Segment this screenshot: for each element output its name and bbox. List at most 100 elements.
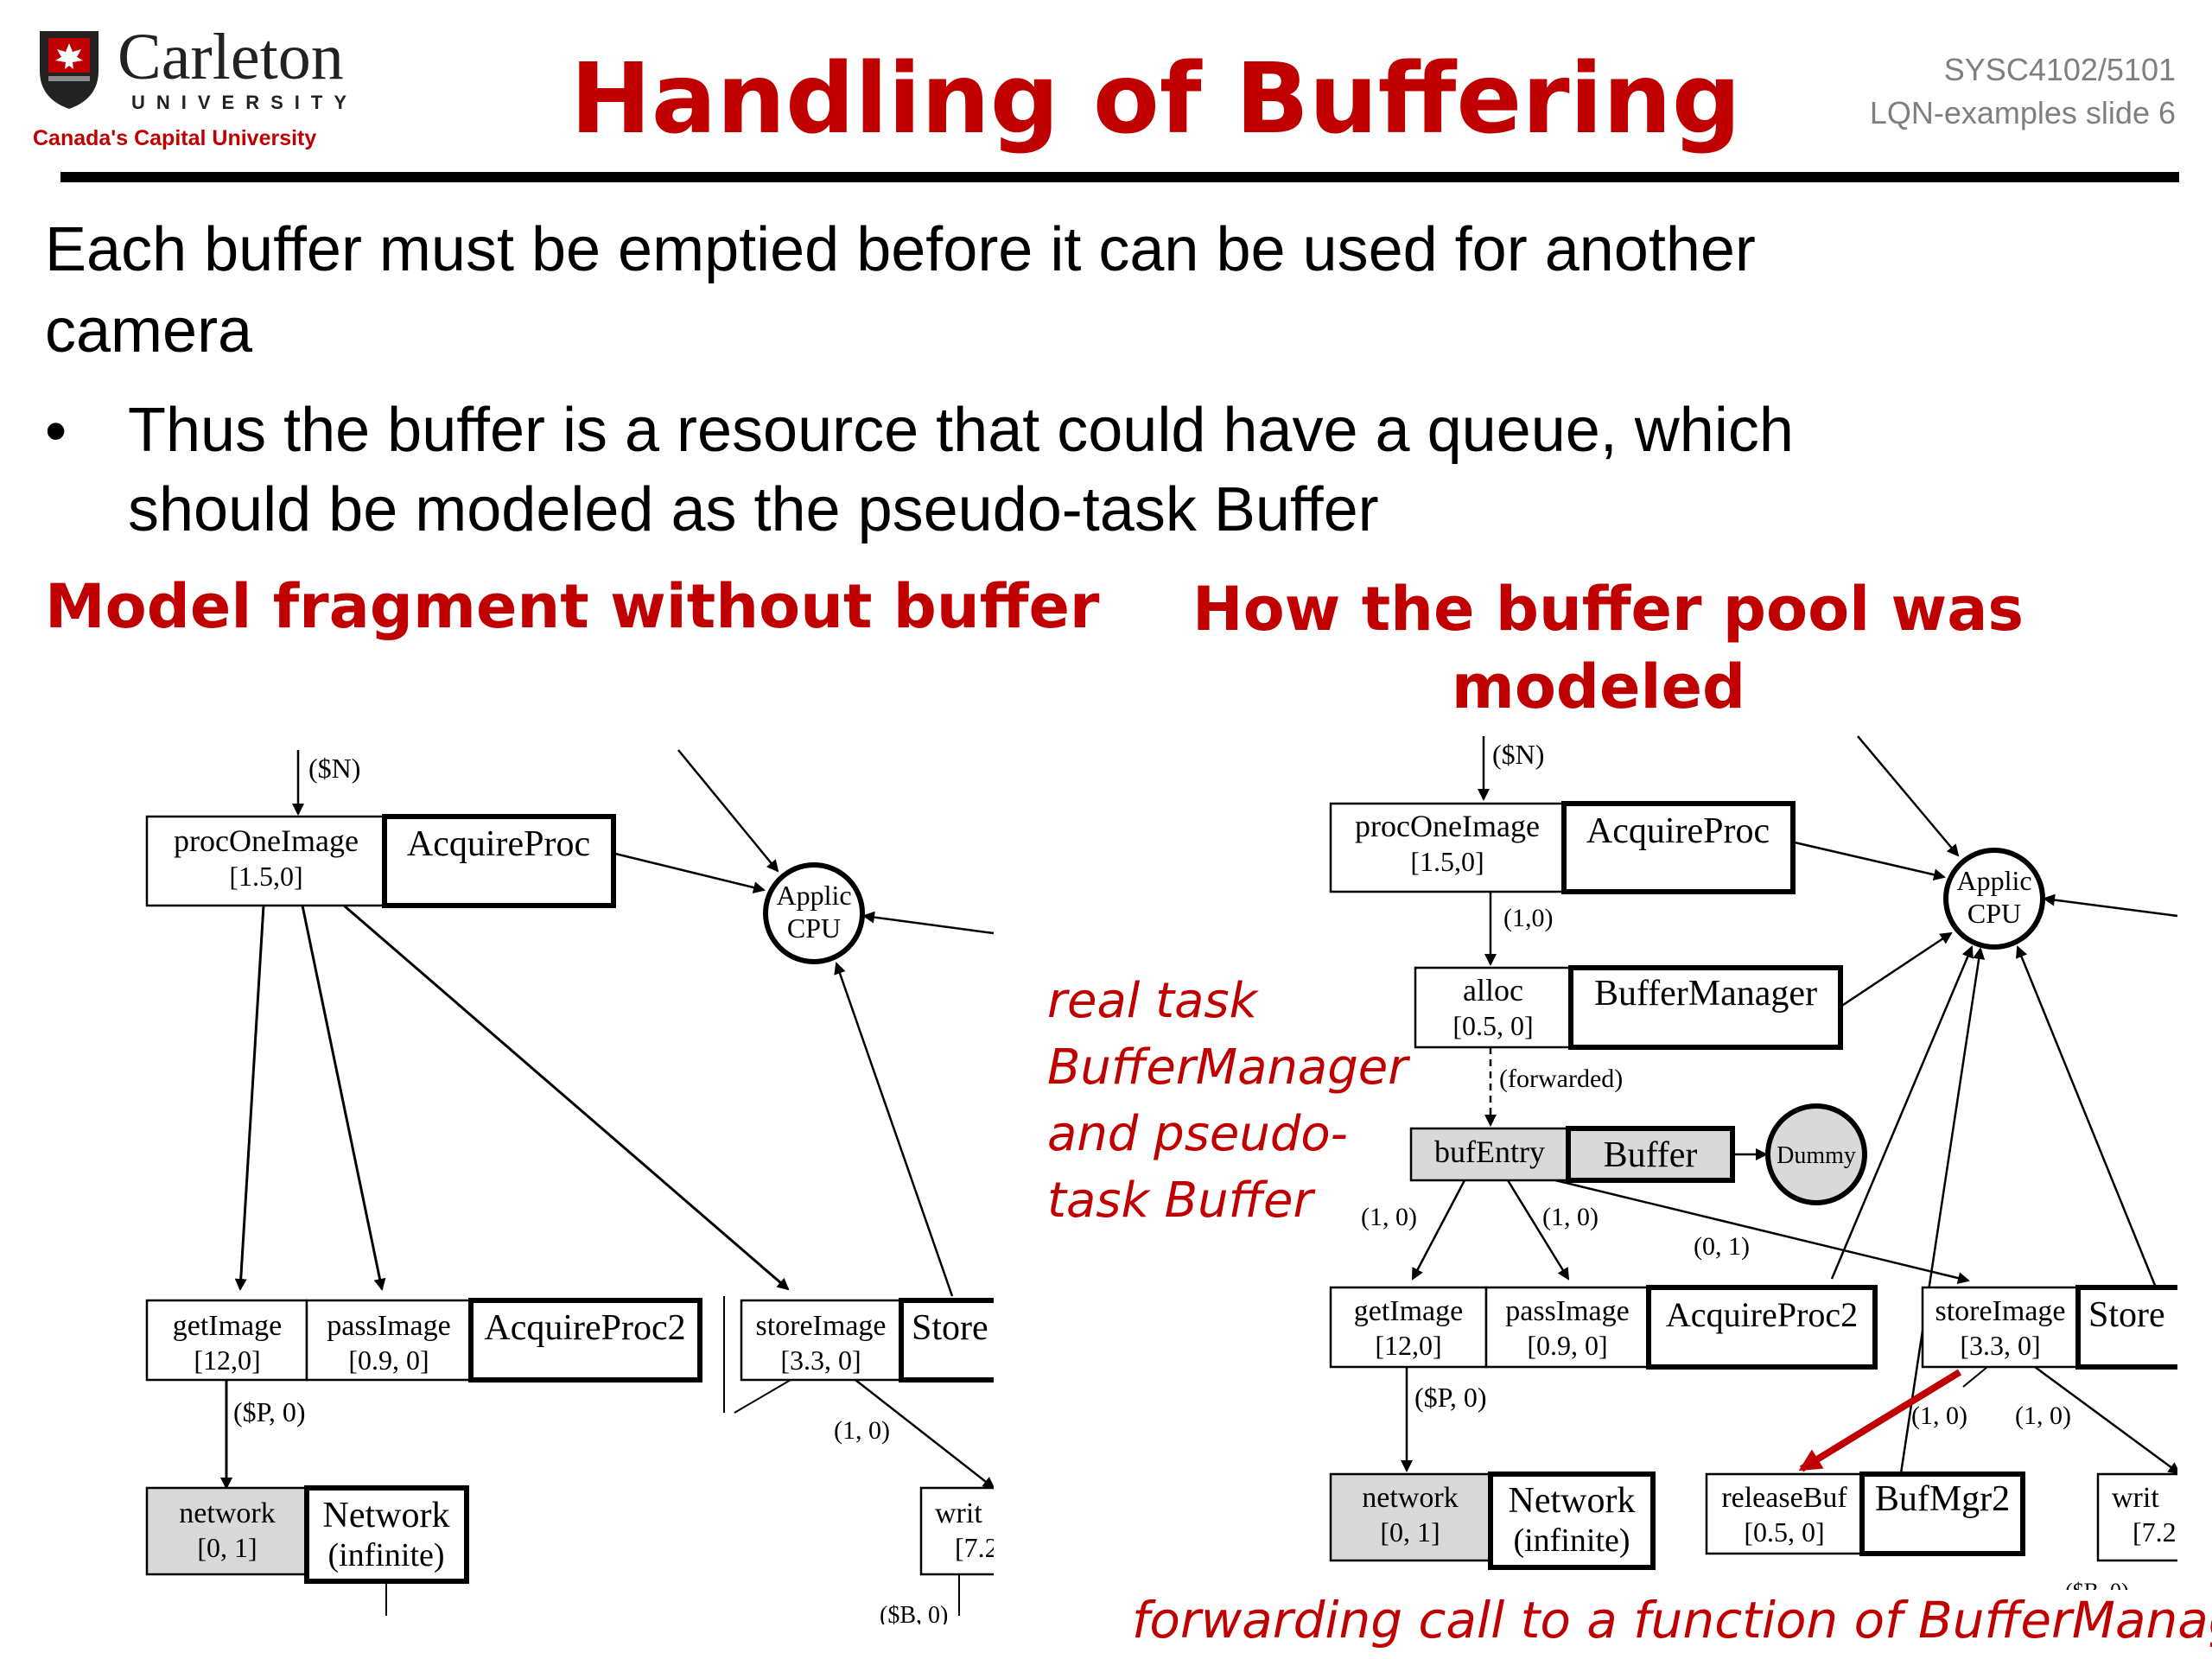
bullet-line-1: Thus the buffer is a resource that could…	[128, 396, 1794, 465]
arrow-acquire-to-cpu	[1794, 841, 1946, 881]
cpu-label-1: Applic	[1956, 865, 2031, 896]
entry-write-cut-params: [7.2	[2133, 1516, 2177, 1548]
processor-dummy	[1765, 1103, 1867, 1205]
dummy-label: Dummy	[1777, 1142, 1856, 1169]
right-heading-line-1: How the buffer pool was	[1192, 574, 2024, 645]
processor-applic-cpu	[763, 862, 865, 964]
processor-applic-cpu	[1943, 848, 2045, 950]
arrow-top-to-cpu	[1857, 735, 1960, 857]
annotation-text: real task BufferManager and pseudo- task…	[1047, 968, 1408, 1234]
cpu-label-1: Applic	[776, 880, 851, 911]
entry-proc-one-image-label: procOneImage	[174, 823, 359, 858]
header-rule	[60, 172, 2179, 182]
entry-alloc-label: alloc	[1463, 973, 1523, 1007]
carleton-logo: Carleton UNIVERSITY Canada's Capital Uni…	[31, 21, 377, 159]
entry-get-image-label: getImage	[1354, 1295, 1464, 1327]
call-release-label: (1, 0)	[1911, 1402, 1967, 1430]
entry-network	[1329, 1472, 1492, 1562]
bullet-line-2: should be modeled as the pseudo-task Buf…	[128, 475, 1379, 544]
page-title: Handling of Buffering	[570, 43, 1741, 156]
entry-network-params: [0, 1]	[197, 1532, 257, 1563]
entry-store-image	[740, 1299, 903, 1382]
bullet-marker: •	[45, 397, 67, 466]
entry-buf-entry-label: bufEntry	[1434, 1135, 1545, 1169]
call-get-image	[234, 905, 265, 1291]
call-store-image	[343, 904, 790, 1291]
body-paragraph: Each buffer must be emptied before it ca…	[45, 209, 1756, 372]
entry-write-cut	[919, 1486, 1002, 1576]
call-pass-image	[301, 905, 386, 1291]
call-store-image-label: (0, 1)	[1694, 1232, 1750, 1261]
store-down-left	[734, 1379, 791, 1414]
entry-store-image-params: [3.3, 0]	[1960, 1330, 2040, 1361]
call-write-label: (1, 0)	[2015, 1402, 2071, 1430]
task-acquire-proc	[1561, 801, 1796, 894]
logo-sub: UNIVERSITY	[131, 92, 359, 113]
left-heading: Model fragment without buffer	[45, 571, 1100, 642]
forwarded-label: (forwarded)	[1499, 1065, 1623, 1093]
bottom-cut-label: ($B, 0)	[2065, 1579, 2129, 1590]
slide-id: LQN-examples slide 6	[1869, 95, 2176, 130]
arrow-right-to-cpu	[862, 911, 995, 935]
task-network	[1488, 1471, 1656, 1570]
entry-get-image	[1329, 1286, 1488, 1369]
paragraph-line-1: Each buffer must be emptied before it ca…	[45, 215, 1756, 284]
left-clip-mask	[994, 726, 1002, 1624]
right-heading: How the buffer pool was modeled	[1192, 570, 2024, 726]
task-network-mult: (infinite)	[1513, 1522, 1630, 1559]
entry-network-label: network	[1362, 1482, 1458, 1514]
cpu-label-2: CPU	[1967, 898, 2021, 929]
call-write	[2034, 1365, 2181, 1475]
entry-proc-one-image	[145, 815, 386, 907]
call-get-image-label: (1, 0)	[1361, 1203, 1417, 1231]
entry-write-cut-label: writ	[935, 1497, 982, 1529]
entry-pass-image-label: passImage	[327, 1310, 451, 1342]
arrival-label: ($N)	[308, 753, 360, 784]
arrow-acquire-to-cpu	[614, 852, 766, 893]
entry-alloc	[1414, 966, 1573, 1049]
entry-store-image-params: [3.3, 0]	[780, 1344, 861, 1376]
task-network	[304, 1485, 469, 1584]
right-heading-line-2: modeled	[1451, 652, 1746, 722]
call-write	[855, 1379, 995, 1490]
call-pass-image	[1506, 1179, 1570, 1281]
annotation-line-1: real task	[1047, 973, 1258, 1029]
task-acquire-proc2	[1646, 1285, 1878, 1370]
entry-proc-one-image-label: procOneImage	[1355, 809, 1540, 843]
entry-release-buf-label: releaseBuf	[1721, 1482, 1847, 1514]
entry-pass-image-label: passImage	[1505, 1295, 1630, 1327]
right-lqn-diagram: ($N) procOneImage [1.5,0] AcquireProc Ap…	[1329, 726, 2195, 1590]
arrow-right-to-cpu	[2043, 893, 2178, 918]
entry-proc-one-image-params: [1.5,0]	[229, 861, 302, 892]
task-store	[2075, 1285, 2193, 1370]
task-network-mult: (infinite)	[327, 1537, 444, 1573]
logo-tagline: Canada's Capital University	[33, 126, 317, 150]
task-buffer-label: Buffer	[1604, 1135, 1698, 1175]
entry-proc-one-image	[1329, 802, 1566, 893]
shield-icon	[40, 31, 99, 109]
arrow-bufmgr2-to-cpu	[1899, 947, 1986, 1474]
task-buffer-manager-label: BufferManager	[1594, 974, 1817, 1014]
right-clip-mask	[2177, 726, 2195, 1590]
arrival-label: ($N)	[1492, 739, 1544, 770]
annotation-line-4: task Buffer	[1047, 1173, 1313, 1229]
entry-write-cut-label: writ	[2112, 1482, 2159, 1514]
call-write-label: (1, 0)	[834, 1416, 890, 1445]
bullet-text: Thus the buffer is a resource that could…	[128, 391, 1794, 550]
task-store	[899, 1298, 1002, 1382]
arrow-store-to-cpu	[2016, 945, 2158, 1288]
course-code: SYSC4102/5101	[1943, 52, 2176, 87]
task-buf-mgr2	[1859, 1471, 2025, 1556]
task-acquire-proc	[382, 814, 616, 908]
task-buffer-manager	[1568, 965, 1843, 1050]
entry-proc-one-image-params: [1.5,0]	[1410, 846, 1484, 877]
task-buf-mgr2-label: BufMgr2	[1875, 1479, 2010, 1519]
call-network-label: ($P, 0)	[233, 1396, 306, 1427]
task-network-label: Network	[323, 1496, 450, 1535]
entry-pass-image-params: [0.9, 0]	[1527, 1330, 1607, 1361]
entry-pass-image	[1484, 1286, 1650, 1369]
task-store-label: Store	[912, 1308, 988, 1348]
entry-alloc-params: [0.5, 0]	[1452, 1010, 1533, 1041]
call-release-buf	[1962, 1366, 1988, 1388]
cpu-label-2: CPU	[787, 912, 841, 944]
